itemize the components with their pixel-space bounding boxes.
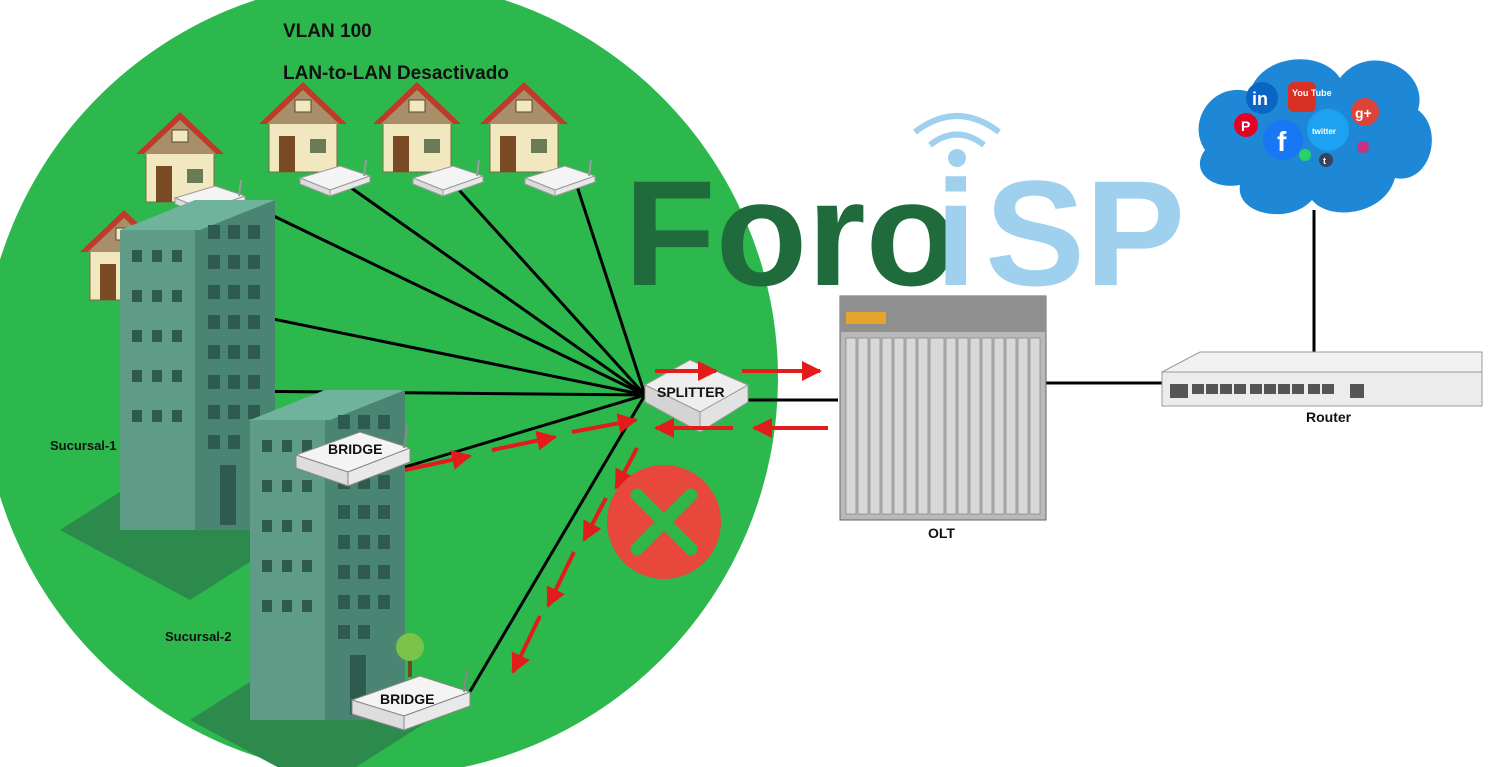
pinterest-icon (1234, 113, 1258, 137)
vlan-title: VLAN 100 (283, 21, 372, 42)
svg-text:You Tube: You Tube (1292, 88, 1332, 98)
router-device (1161, 351, 1483, 407)
sucursal-1-label: Sucursal-1 (50, 438, 116, 453)
logo-sp-text: SP (985, 149, 1185, 317)
foroisp-logo: Foro i SP (624, 113, 1185, 317)
router-label: Router (1306, 409, 1352, 425)
svg-text:P: P (1241, 118, 1250, 134)
sucursal-2-label: Sucursal-2 (165, 629, 231, 644)
vlan-subtitle: LAN-to-LAN Desactivado (283, 63, 509, 84)
splitter-label: SPLITTER (657, 384, 725, 400)
instagram-icon (1357, 141, 1369, 153)
tumblr-icon (1319, 153, 1333, 167)
bridge-1-device (294, 424, 412, 487)
linkedin-icon (1246, 82, 1278, 114)
youtube-icon (1288, 82, 1316, 112)
facebook-icon (1263, 120, 1303, 160)
blocked-icon (607, 465, 721, 579)
internet-cloud: in You Tube f twitter P g+ t (1198, 59, 1432, 215)
twitter-icon (1307, 109, 1349, 151)
bridge-2-device (350, 669, 472, 731)
logo-i-text: i (935, 149, 977, 317)
svg-text:twitter: twitter (1312, 127, 1336, 136)
bridge-2-label: BRIDGE (380, 691, 434, 707)
traffic-arrows (404, 361, 828, 674)
svg-text:t: t (1323, 156, 1326, 166)
fiber-links (119, 178, 1316, 701)
svg-text:in: in (1252, 89, 1268, 109)
logo-wifi-icon (913, 113, 1001, 135)
svg-text:f: f (1277, 126, 1287, 157)
olt-label: OLT (928, 525, 955, 541)
googleplus-icon (1351, 98, 1379, 126)
olt-device (839, 295, 1047, 521)
whatsapp-icon (1299, 149, 1311, 161)
bridge-1-label: BRIDGE (328, 441, 382, 457)
logo-foro-text: Foro (624, 149, 957, 317)
svg-text:g+: g+ (1355, 105, 1372, 121)
